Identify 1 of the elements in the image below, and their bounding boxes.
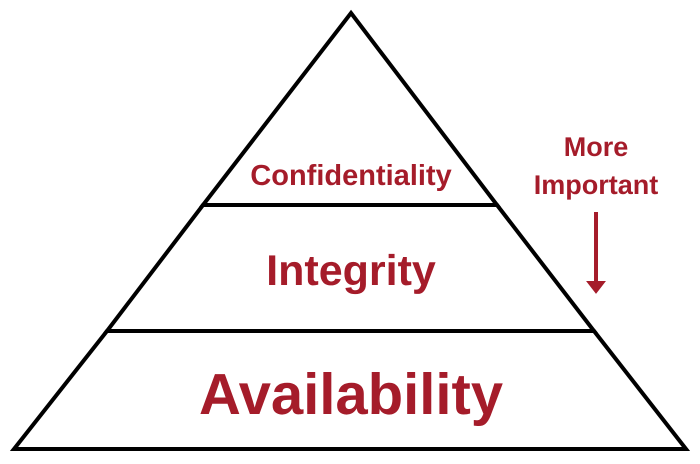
side-note: More Important — [536, 137, 658, 200]
